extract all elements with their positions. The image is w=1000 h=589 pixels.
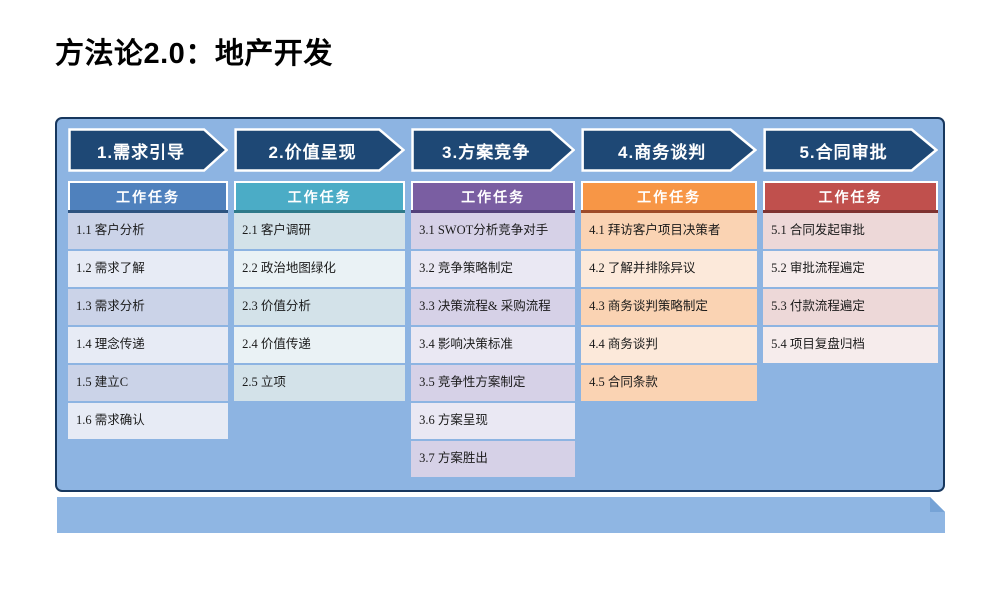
header-underline bbox=[234, 210, 406, 213]
task-item: 1.5 建立C bbox=[68, 365, 229, 401]
stage-arrow-label: 3.方案竞争 bbox=[442, 142, 531, 162]
task-item: 1.3 需求分析 bbox=[68, 289, 229, 325]
task-item: 1.1 客户分析 bbox=[68, 213, 229, 249]
header-underline bbox=[411, 210, 576, 213]
task-item: 2.5 立项 bbox=[234, 365, 406, 401]
stage-arrow: 3.方案竞争 bbox=[411, 128, 575, 172]
stage-arrow-label: 1.需求引导 bbox=[96, 142, 186, 162]
work-task-header: 工作任务 bbox=[68, 181, 229, 210]
stage-arrow-label: 5.合同审批 bbox=[799, 142, 888, 162]
work-task-header: 工作任务 bbox=[234, 181, 406, 210]
task-item: 3.1 SWOT分析竞争对手 bbox=[411, 213, 576, 249]
header-underline bbox=[68, 210, 229, 213]
task-item: 4.3 商务谈判策略制定 bbox=[581, 289, 758, 325]
task-item: 1.2 需求了解 bbox=[68, 251, 229, 287]
task-item: 1.6 需求确认 bbox=[68, 403, 229, 439]
task-item: 4.4 商务谈判 bbox=[581, 327, 758, 363]
task-item: 5.3 付款流程遍定 bbox=[763, 289, 939, 325]
stage-arrow: 2.价值呈现 bbox=[234, 128, 405, 172]
task-item: 2.2 政治地图绿化 bbox=[234, 251, 406, 287]
chevron-arrow-icon bbox=[763, 128, 938, 172]
task-item: 5.4 项目复盘归档 bbox=[763, 327, 939, 363]
work-task-header-label: 工作任务 bbox=[116, 188, 181, 205]
work-task-header-label: 工作任务 bbox=[818, 188, 883, 205]
stage-arrow: 1.需求引导 bbox=[68, 128, 228, 172]
stage-arrow-label: 2.价值呈现 bbox=[268, 142, 357, 162]
task-item: 3.5 竞争性方案制定 bbox=[411, 365, 576, 401]
stage-arrow: 5.合同审批 bbox=[763, 128, 938, 172]
task-item: 4.1 拜访客户项目决策者 bbox=[581, 213, 758, 249]
work-task-header-label: 工作任务 bbox=[287, 188, 352, 205]
task-item: 5.1 合同发起审批 bbox=[763, 213, 939, 249]
task-item: 2.1 客户调研 bbox=[234, 213, 406, 249]
chevron-arrow-icon bbox=[68, 128, 228, 172]
page-title: 方法论2.0：地产开发 bbox=[55, 38, 333, 70]
work-task-header: 工作任务 bbox=[763, 181, 939, 210]
work-task-header-label: 工作任务 bbox=[637, 188, 702, 205]
work-task-header-label: 工作任务 bbox=[461, 188, 526, 205]
corner-fold-icon bbox=[930, 497, 945, 512]
stage-arrow: 4.商务谈判 bbox=[581, 128, 757, 172]
header-underline bbox=[581, 210, 758, 213]
task-item: 4.5 合同条款 bbox=[581, 365, 758, 401]
work-task-header: 工作任务 bbox=[411, 181, 576, 210]
task-item: 3.4 影响决策标准 bbox=[411, 327, 576, 363]
task-item: 3.6 方案呈现 bbox=[411, 403, 576, 439]
task-item: 3.2 竞争策略制定 bbox=[411, 251, 576, 287]
bottom-accent-bar bbox=[57, 497, 945, 533]
header-underline bbox=[763, 210, 939, 213]
task-item: 5.2 审批流程遍定 bbox=[763, 251, 939, 287]
task-item: 2.4 价值传递 bbox=[234, 327, 406, 363]
chevron-arrow-icon bbox=[411, 128, 575, 172]
task-item: 2.3 价值分析 bbox=[234, 289, 406, 325]
chevron-arrow-icon bbox=[581, 128, 757, 172]
task-item: 4.2 了解并排除异议 bbox=[581, 251, 758, 287]
task-item: 1.4 理念传递 bbox=[68, 327, 229, 363]
work-task-header: 工作任务 bbox=[581, 181, 758, 210]
task-item: 3.3 决策流程& 采购流程 bbox=[411, 289, 576, 325]
task-item: 3.7 方案胜出 bbox=[411, 441, 576, 477]
chevron-arrow-icon bbox=[234, 128, 405, 172]
stage-arrow-label: 4.商务谈判 bbox=[618, 142, 707, 162]
